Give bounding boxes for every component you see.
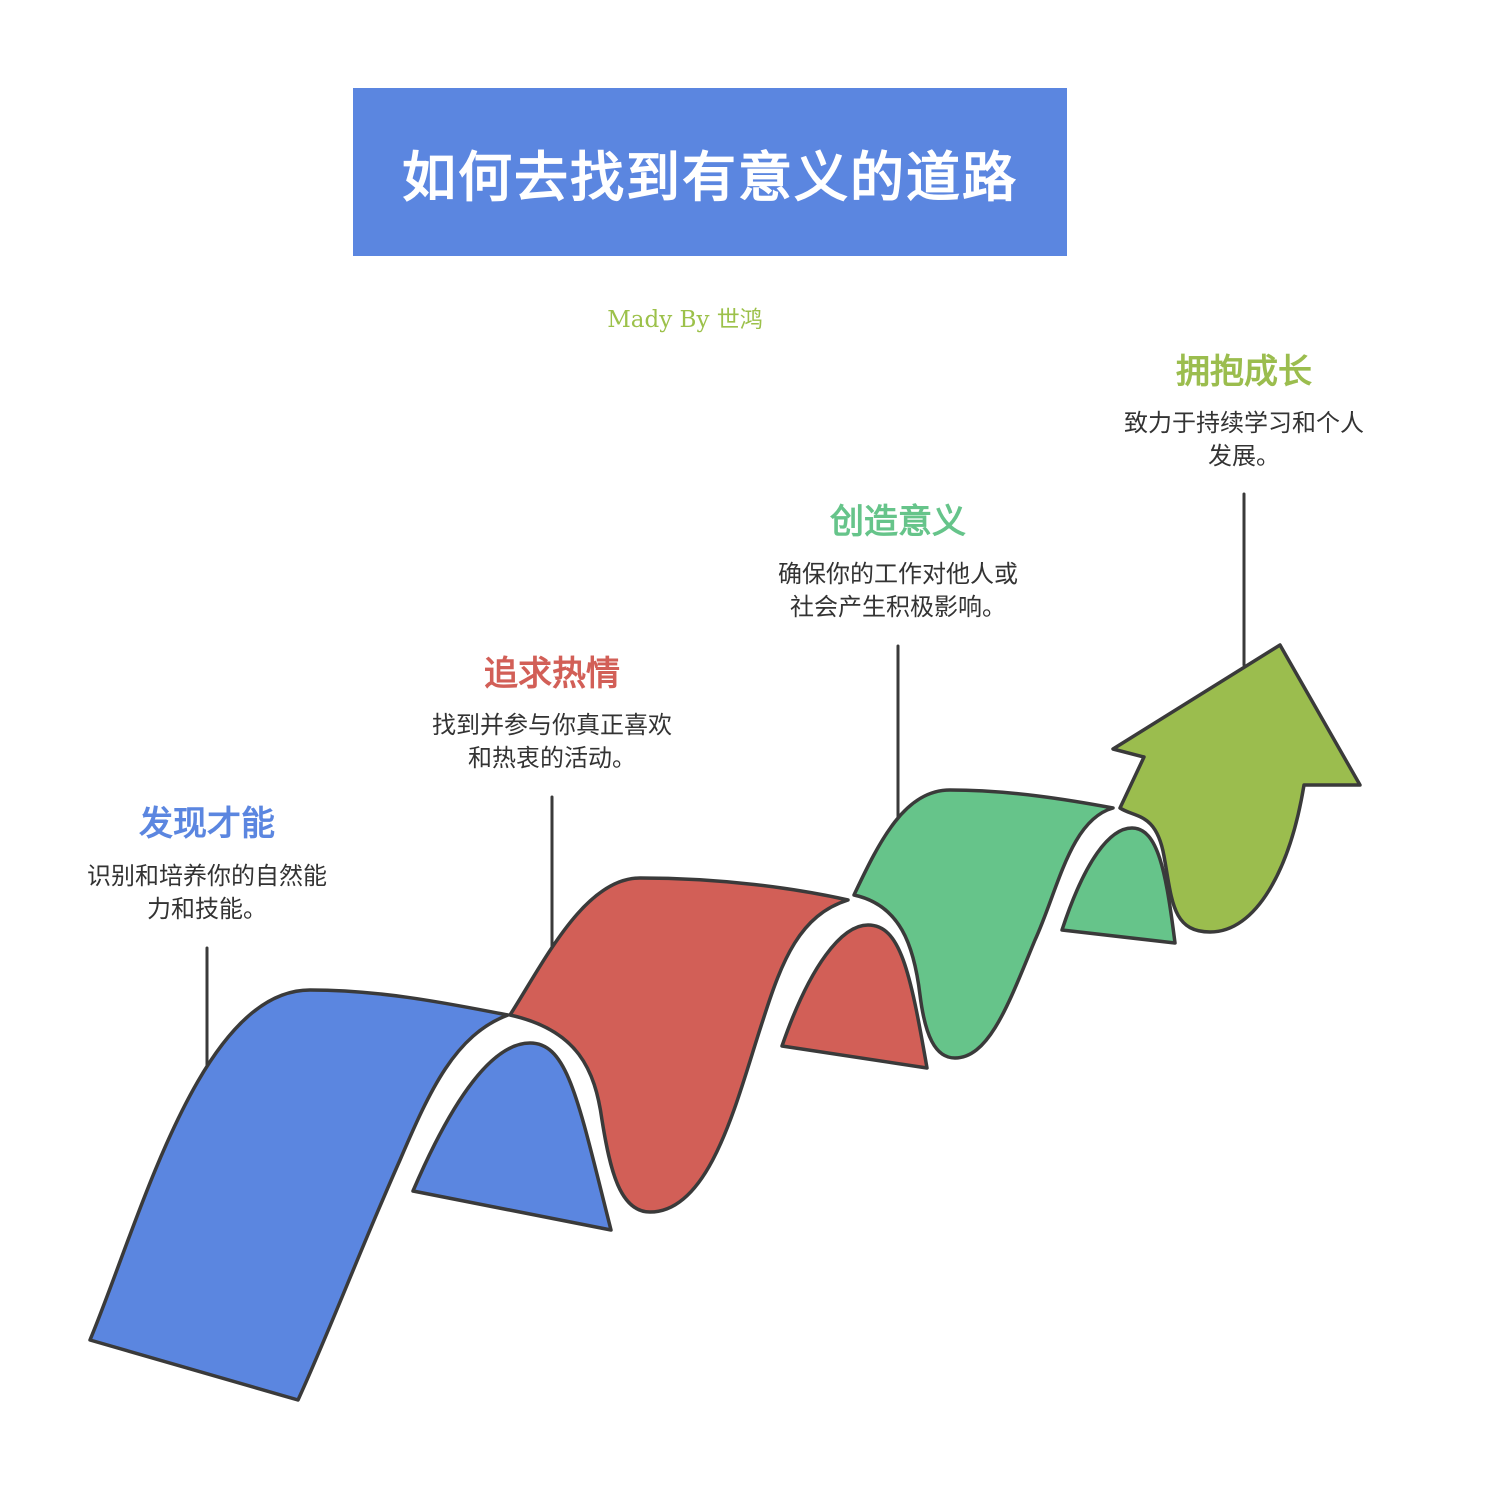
stage-description-create-meaning: 确保你的工作对他人或 社会产生积极影响。	[748, 558, 1048, 624]
stage-description-line: 找到并参与你真正喜欢	[432, 711, 672, 739]
path-segment-blue	[88, 988, 510, 1402]
path-segment-green-back	[1060, 826, 1177, 945]
stage-title-create-meaning: 创造意义	[830, 502, 966, 542]
stage-description-discover-talent: 识别和培养你的自然能 力和技能。	[57, 860, 357, 926]
path-segment-red-back	[780, 923, 929, 1070]
stage-description-line: 致力于持续学习和个人	[1124, 409, 1364, 437]
stage-description-line: 和热衷的活动。	[468, 744, 636, 772]
stage-description-line: 力和技能。	[147, 895, 267, 923]
stage-description-line: 发展。	[1208, 442, 1280, 470]
stage-title-embrace-growth: 拥抱成长	[1176, 352, 1312, 392]
path-segment-blue-back	[411, 1041, 613, 1232]
stage-description-line: 识别和培养你的自然能	[87, 862, 327, 890]
title-banner: 如何去找到有意义的道路	[353, 88, 1067, 256]
path-segment-red	[508, 876, 850, 1214]
stage-description-line: 确保你的工作对他人或	[778, 560, 1018, 588]
stage-description-line: 社会产生积极影响。	[790, 593, 1006, 621]
path-segment-olive-arrow	[1111, 643, 1362, 934]
stage-title-discover-talent: 发现才能	[139, 804, 275, 844]
stage-description-embrace-growth: 致力于持续学习和个人 发展。	[1094, 407, 1394, 473]
stage-description-pursue-passion: 找到并参与你真正喜欢 和热衷的活动。	[402, 709, 702, 775]
page-title: 如何去找到有意义的道路	[402, 145, 1018, 209]
path-segment-green	[852, 788, 1115, 1060]
credit-text: Mady By 世鸿	[607, 307, 763, 333]
stage-title-pursue-passion: 追求热情	[484, 654, 620, 694]
